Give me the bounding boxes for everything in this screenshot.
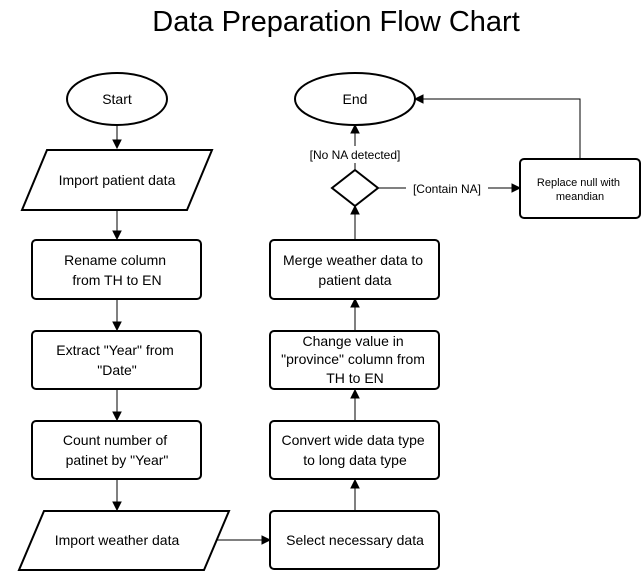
node-na-decision — [330, 168, 380, 208]
start-label: Start — [102, 91, 132, 107]
edge-labels: [No NA detected] [Contain NA] — [299, 146, 488, 197]
na-decision-diamond — [330, 168, 380, 208]
node-extract-year: Extract "Year" from "Date" — [31, 330, 202, 390]
import-patient-parallelogram — [20, 149, 214, 211]
arrowhead — [350, 123, 360, 134]
node-rename-column: Rename column from TH to EN — [31, 239, 202, 300]
chart-title: Data Preparation Flow Chart — [152, 6, 520, 38]
extract-label: Extract "Year" from "Date" — [56, 342, 177, 378]
convert-line-1: Convert wide data type — [281, 432, 424, 448]
arrowhead — [350, 297, 360, 308]
node-change-value: Change value in "province" column from T… — [269, 330, 440, 390]
edge-label-no-na: [No NA detected] — [310, 148, 401, 162]
connectors — [112, 94, 581, 545]
rename-line-2: from TH to EN — [72, 272, 161, 288]
arrowhead — [112, 411, 122, 422]
merge-line-2: patient data — [318, 272, 391, 288]
convert-label: Convert wide data type to long data type — [281, 432, 428, 468]
arrowhead — [413, 94, 424, 104]
count-line-1: Count number of — [63, 432, 167, 448]
end-label: End — [343, 91, 368, 107]
count-process-box — [31, 420, 202, 480]
rename-line-1: Rename column — [64, 252, 166, 268]
import-weather-parallelogram — [17, 510, 231, 571]
arrowhead — [112, 321, 122, 332]
end-terminator — [294, 72, 416, 126]
import-weather-label: Import weather data — [55, 532, 180, 548]
node-count-patients: Count number of patinet by "Year" — [31, 420, 202, 480]
arrowhead — [350, 388, 360, 399]
count-label: Count number of patinet by "Year" — [63, 432, 171, 468]
extract-process-box — [31, 330, 202, 390]
change-line-1: Change value in — [302, 333, 403, 349]
select-label: Select necessary data — [286, 532, 424, 548]
node-select-data: Select necessary data — [269, 510, 440, 570]
node-end: End — [294, 72, 416, 126]
node-start: Start — [66, 72, 168, 126]
replace-line-1: Replace null with — [537, 177, 620, 189]
node-merge-data: Merge weather data to patient data — [269, 239, 440, 300]
replace-line-2: meandian — [556, 191, 604, 203]
change-line-2: "province" column from — [281, 351, 425, 367]
arrowhead — [511, 183, 522, 193]
merge-process-box — [269, 239, 440, 300]
arrowhead — [112, 139, 122, 150]
arrowhead — [112, 230, 122, 241]
merge-label: Merge weather data to patient data — [283, 252, 427, 288]
convert-line-2: to long data type — [303, 452, 407, 468]
import-patient-label: Import patient data — [59, 172, 176, 188]
convert-process-box — [269, 420, 440, 480]
replace-process-box — [519, 158, 641, 219]
edge-label-background — [406, 181, 488, 197]
edge-label-contain-na: [Contain NA] — [413, 182, 481, 196]
replace-label: Replace null with meandian — [537, 177, 623, 203]
change-label: Change value in "province" column from T… — [281, 333, 429, 386]
node-import-patient-data: Import patient data — [20, 149, 214, 211]
edge-label-background — [299, 146, 411, 163]
rename-label: Rename column from TH to EN — [64, 252, 170, 288]
rename-process-box — [31, 239, 202, 300]
change-process-box — [269, 330, 440, 390]
select-process-box — [269, 510, 440, 570]
extract-line-2: "Date" — [97, 362, 137, 378]
arrowhead — [261, 535, 272, 545]
arrowhead — [112, 501, 122, 512]
merge-line-1: Merge weather data to — [283, 252, 423, 268]
node-convert-data-type: Convert wide data type to long data type — [269, 420, 440, 480]
node-import-weather-data: Import weather data — [17, 510, 231, 571]
change-line-3: TH to EN — [326, 370, 384, 386]
arrowhead — [350, 204, 360, 215]
connector-replace-end — [423, 98, 581, 158]
arrowhead — [350, 478, 360, 489]
node-replace-null: Replace null with meandian — [519, 158, 641, 219]
count-line-2: patinet by "Year" — [66, 452, 169, 468]
start-terminator — [66, 72, 168, 126]
extract-line-1: Extract "Year" from — [56, 342, 174, 358]
